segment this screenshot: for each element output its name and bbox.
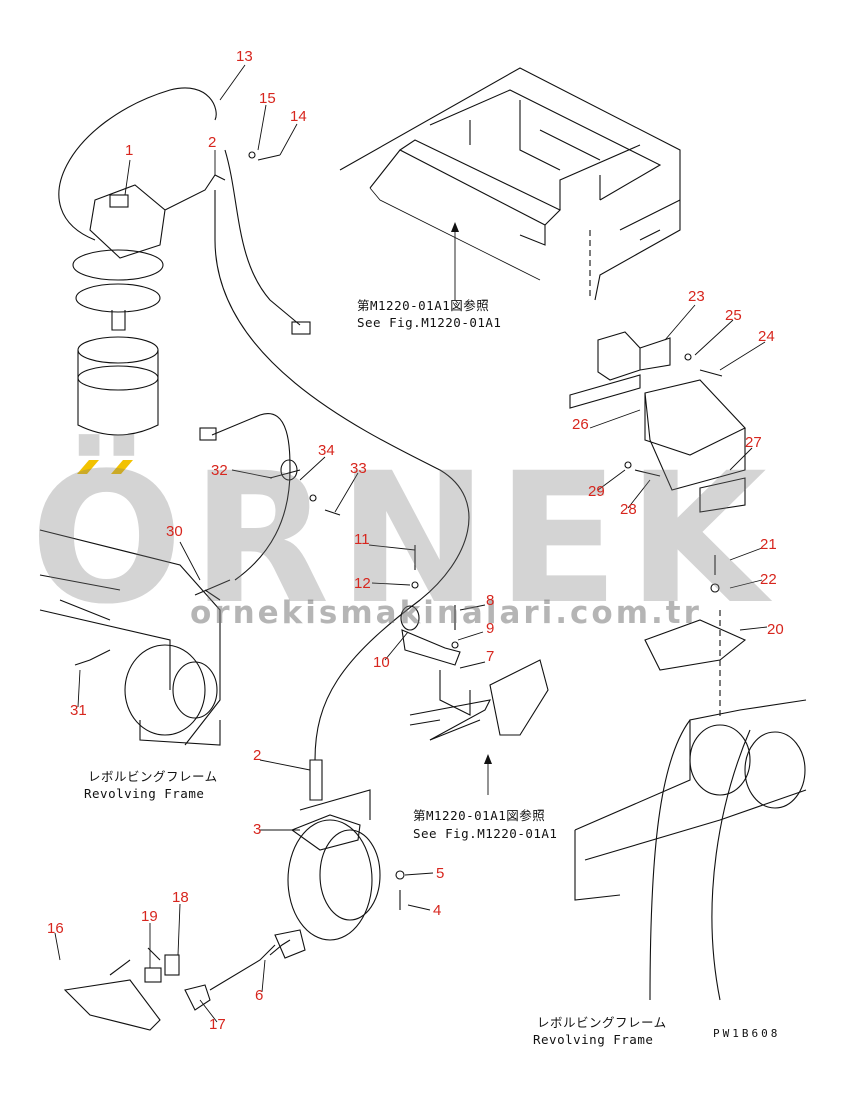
callout-19: 19 bbox=[141, 908, 158, 925]
callout-5: 5 bbox=[436, 865, 445, 882]
callout-11: 11 bbox=[354, 531, 370, 548]
callout-29: 29 bbox=[588, 483, 605, 500]
callout-7: 7 bbox=[486, 648, 495, 665]
callout-13: 13 bbox=[236, 48, 253, 65]
watermark-brand: ÖRNEK bbox=[30, 435, 775, 644]
greasing-fittings bbox=[63, 929, 306, 1031]
callout-31: 31 bbox=[70, 702, 87, 719]
frame-label-right-jp: レボルビングフレーム bbox=[537, 1015, 667, 1030]
callout-23: 23 bbox=[688, 288, 705, 305]
right-frame-assembly bbox=[574, 610, 807, 1001]
callout-17: 17 bbox=[209, 1016, 226, 1033]
callout-18: 18 bbox=[172, 889, 189, 906]
left-frame-assembly bbox=[39, 529, 221, 746]
callout-8: 8 bbox=[486, 592, 495, 609]
callout-28: 28 bbox=[620, 501, 637, 518]
callout-27: 27 bbox=[745, 434, 762, 451]
callout-16: 16 bbox=[47, 920, 64, 937]
callout-15: 15 bbox=[259, 90, 276, 107]
frame-label-left-jp: レボルビングフレーム bbox=[88, 769, 218, 784]
drawing-code: PW1B608 bbox=[713, 1027, 781, 1040]
ref-note-upper-en: See Fig.M1220-01A1 bbox=[357, 315, 502, 330]
frame-label-left-en: Revolving Frame bbox=[84, 786, 205, 801]
callout-22: 22 bbox=[760, 571, 777, 588]
callout-21: 21 bbox=[760, 536, 777, 553]
callout-9: 9 bbox=[486, 620, 495, 637]
hose-and-wire-routing bbox=[58, 87, 470, 761]
auto-greaser-unit bbox=[72, 184, 166, 436]
callout-34: 34 bbox=[318, 442, 335, 459]
leader-lines bbox=[54, 64, 768, 1023]
ref-note-mid-en: See Fig.M1220-01A1 bbox=[413, 826, 558, 841]
callout-4: 4 bbox=[433, 902, 442, 919]
callout-32: 32 bbox=[211, 462, 228, 479]
callout-30: 30 bbox=[166, 523, 183, 540]
callout-3: 3 bbox=[253, 821, 262, 838]
guard-plate-assembly bbox=[569, 331, 746, 513]
watermark-accent-marks bbox=[77, 460, 133, 474]
callout-26: 26 bbox=[572, 416, 589, 433]
frame-label-right-en: Revolving Frame bbox=[533, 1032, 654, 1047]
callout-24: 24 bbox=[758, 328, 775, 345]
ref-note-upper-jp: 第M1220-01A1図参照 bbox=[357, 298, 490, 313]
callout-25: 25 bbox=[725, 307, 742, 324]
callout-1: 1 bbox=[125, 142, 134, 159]
callout-14: 14 bbox=[290, 108, 307, 125]
ref-note-mid-jp: 第M1220-01A1図参照 bbox=[413, 808, 546, 823]
callout-2-upper: 2 bbox=[208, 134, 217, 151]
callout-20: 20 bbox=[767, 621, 784, 638]
upper-frame-assembly bbox=[339, 67, 681, 301]
callout-33: 33 bbox=[350, 460, 367, 477]
fasteners bbox=[74, 151, 720, 910]
callout-2-lower: 2 bbox=[253, 747, 262, 764]
watermark-url: ornekismakinalari.com.tr bbox=[190, 595, 702, 631]
callout-12: 12 bbox=[354, 575, 371, 592]
clamp-bracket-assembly bbox=[400, 605, 549, 741]
callout-6: 6 bbox=[255, 987, 264, 1004]
callout-10: 10 bbox=[373, 654, 390, 671]
hose-reel-assembly bbox=[269, 759, 381, 956]
